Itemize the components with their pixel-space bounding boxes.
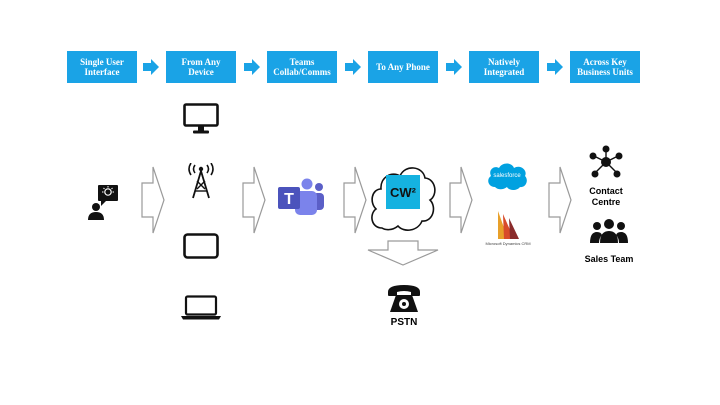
down-arrow	[367, 240, 439, 266]
header-arrow-2	[244, 59, 260, 75]
step-natively-integrated: Natively Integrated	[469, 51, 539, 83]
step-to-any-phone: To Any Phone	[368, 51, 438, 83]
flow-arrow-2	[242, 166, 266, 234]
dynamics-crm-logo-icon	[498, 211, 519, 239]
team-group-icon	[590, 219, 628, 243]
cw-logo-text: CW²	[390, 184, 416, 200]
step-across-business-units: Across Key Business Units	[570, 51, 640, 83]
contact-centre-label: Contact Centre	[589, 186, 623, 207]
monitor-icon	[183, 103, 219, 134]
pstn-label: PSTN	[390, 317, 418, 328]
sales-team-label: Sales Team	[584, 254, 634, 264]
flow-arrow-3	[343, 166, 367, 234]
telephone-icon	[388, 285, 420, 312]
salesforce-text: salesforce	[493, 173, 521, 179]
laptop-icon	[181, 295, 221, 320]
header-arrow-4	[446, 59, 462, 75]
step-from-any-device: From Any Device	[166, 51, 236, 83]
header-arrow-3	[345, 59, 361, 75]
teams-logo-icon: T	[278, 178, 324, 215]
flow-arrow-1	[141, 166, 165, 234]
antenna-tower-icon	[188, 163, 214, 199]
cw-logo: CW²	[386, 175, 420, 209]
step-single-user-interface: Single User Interface	[67, 51, 137, 83]
header-arrow-1	[143, 59, 159, 75]
header-arrow-5	[547, 59, 563, 75]
network-people-icon	[589, 145, 623, 178]
step-teams-collab: Teams Collab/Comms	[267, 51, 337, 83]
flow-arrow-5	[548, 166, 572, 234]
svg-text:T: T	[284, 191, 294, 208]
tablet-icon	[183, 233, 219, 259]
salesforce-logo-icon	[488, 163, 527, 190]
user-idea-icon	[88, 185, 118, 220]
flow-arrow-4	[449, 166, 473, 234]
dynamics-crm-text: Microsoft Dynamics CRM	[485, 241, 531, 246]
